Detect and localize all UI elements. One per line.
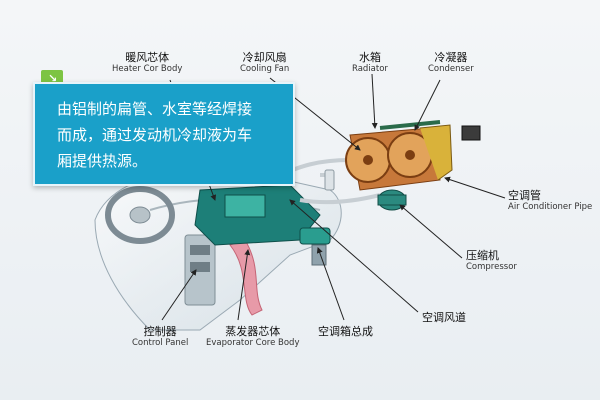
- callout-box: 由铝制的扁管、水室等经焊接 而成，通过发动机冷却液为车 厢提供热源。: [33, 82, 295, 186]
- label-ac-box: 空调箱总成: [318, 325, 373, 338]
- label-ac-duct-zh: 空调风道: [422, 311, 466, 324]
- label-compressor: 压缩机 Compressor: [466, 249, 517, 273]
- callout-line-1: 由铝制的扁管、水室等经焊接: [57, 100, 253, 118]
- label-ac-duct: 空调风道: [422, 311, 466, 324]
- label-ac-box-zh: 空调箱总成: [318, 325, 373, 338]
- label-heater-core-en: Heater Cor Body: [112, 64, 183, 75]
- label-evaporator: 蒸发器芯体 Evaporator Core Body: [206, 325, 300, 349]
- label-radiator-en: Radiator: [352, 64, 388, 75]
- label-radiator: 水箱 Radiator: [352, 51, 388, 75]
- label-condenser-zh: 冷凝器: [434, 51, 468, 64]
- air-duct: [229, 239, 263, 316]
- ac-unit: [194, 184, 331, 266]
- callout-line-3: 厢提供热源。: [57, 152, 148, 170]
- label-cooling-fan-zh: 冷却风扇: [242, 51, 287, 64]
- steering-wheel: [105, 186, 175, 244]
- label-evaporator-zh: 蒸发器芯体: [225, 325, 281, 338]
- condenser-fitting: [461, 125, 481, 141]
- radiator-assembly: [345, 120, 453, 191]
- label-control-panel: 控制器 Control Panel: [132, 325, 189, 349]
- label-control-panel-zh: 控制器: [143, 325, 177, 338]
- center-console: [184, 234, 216, 306]
- label-ac-pipe: 空调管 Air Conditioner Pipe: [508, 189, 593, 213]
- label-evaporator-en: Evaporator Core Body: [206, 338, 300, 349]
- label-cooling-fan: 冷却风扇 Cooling Fan: [240, 51, 290, 75]
- label-heater-core-zh: 暖风芯体: [125, 51, 170, 64]
- label-ac-pipe-en: Air Conditioner Pipe: [508, 202, 593, 213]
- receiver-drier: [324, 169, 335, 191]
- label-ac-pipe-zh: 空调管: [508, 189, 541, 202]
- label-condenser-en: Condenser: [428, 64, 474, 75]
- label-control-panel-en: Control Panel: [132, 338, 189, 349]
- label-compressor-en: Compressor: [466, 262, 517, 273]
- label-condenser: 冷凝器 Condenser: [428, 51, 474, 75]
- label-heater-core: 暖风芯体 Heater Cor Body: [112, 51, 183, 75]
- label-radiator-zh: 水箱: [358, 51, 381, 64]
- compressor: [377, 189, 407, 211]
- callout-line-2: 而成，通过发动机冷却液为车: [57, 126, 253, 144]
- label-compressor-zh: 压缩机: [466, 249, 499, 262]
- label-cooling-fan-en: Cooling Fan: [240, 64, 290, 75]
